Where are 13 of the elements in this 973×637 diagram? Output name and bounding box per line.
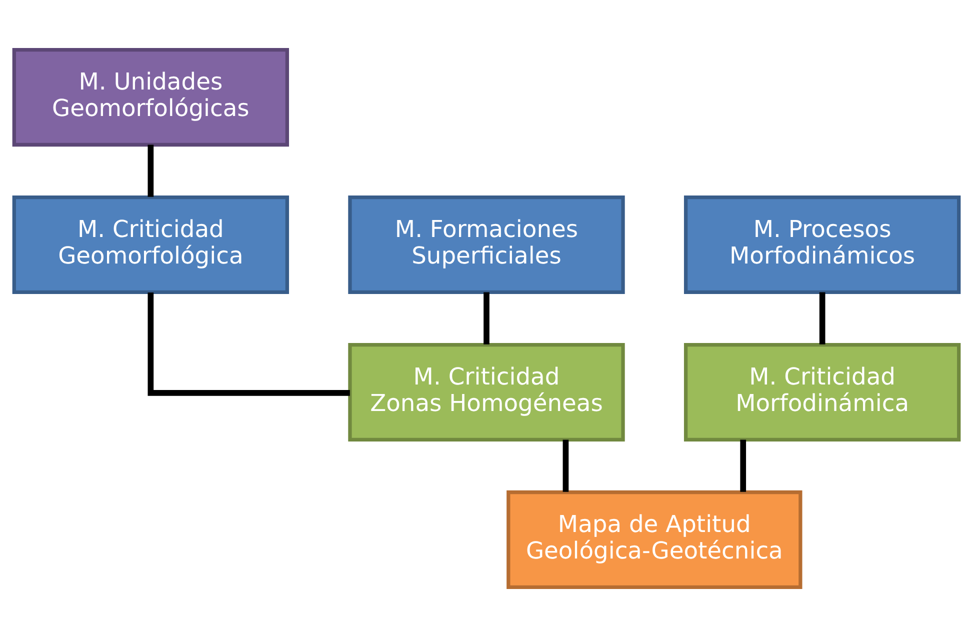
node-box: M. Procesos Morfodinámicos	[684, 195, 961, 294]
connector	[740, 440, 746, 492]
connector	[148, 292, 350, 396]
connector	[819, 292, 826, 344]
connector	[148, 144, 154, 197]
connector	[562, 440, 569, 492]
node-box: M. Formaciones Superficiales	[348, 195, 625, 294]
connector	[484, 292, 490, 344]
node-box: M. Criticidad Morfodinámica	[684, 342, 961, 442]
node-box: M. Criticidad Zonas Homogéneas	[348, 342, 625, 442]
node-box: M. Criticidad Geomorfológica	[12, 195, 290, 294]
node-box: M. Unidades Geomorfológicas	[12, 48, 290, 147]
node-box: Mapa de Aptitud Geológica-Geotécnica	[506, 490, 802, 589]
